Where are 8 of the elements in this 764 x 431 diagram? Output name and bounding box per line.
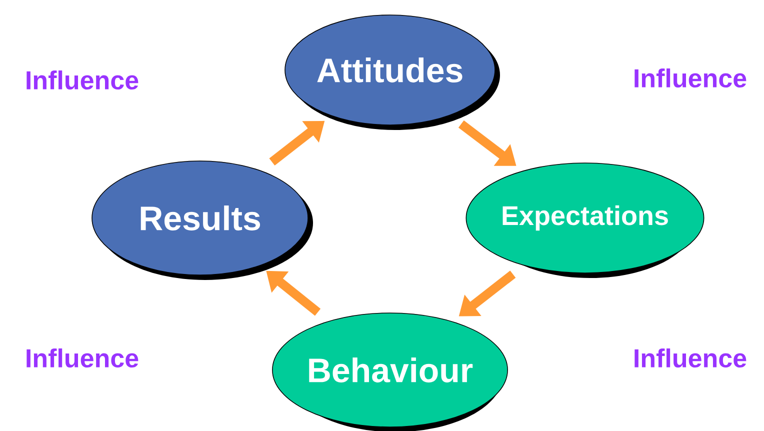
ellipse-node: Expectations <box>466 162 704 278</box>
influence-label: Influence <box>26 70 138 90</box>
ellipse-node: Attitudes <box>284 14 500 130</box>
ellipse-node: Behaviour <box>272 312 508 431</box>
ellipse-node: Results <box>92 160 313 280</box>
influence-label: Influence <box>634 348 746 368</box>
influence-label: Influence <box>26 348 138 368</box>
influence-label: Influence <box>634 68 746 88</box>
